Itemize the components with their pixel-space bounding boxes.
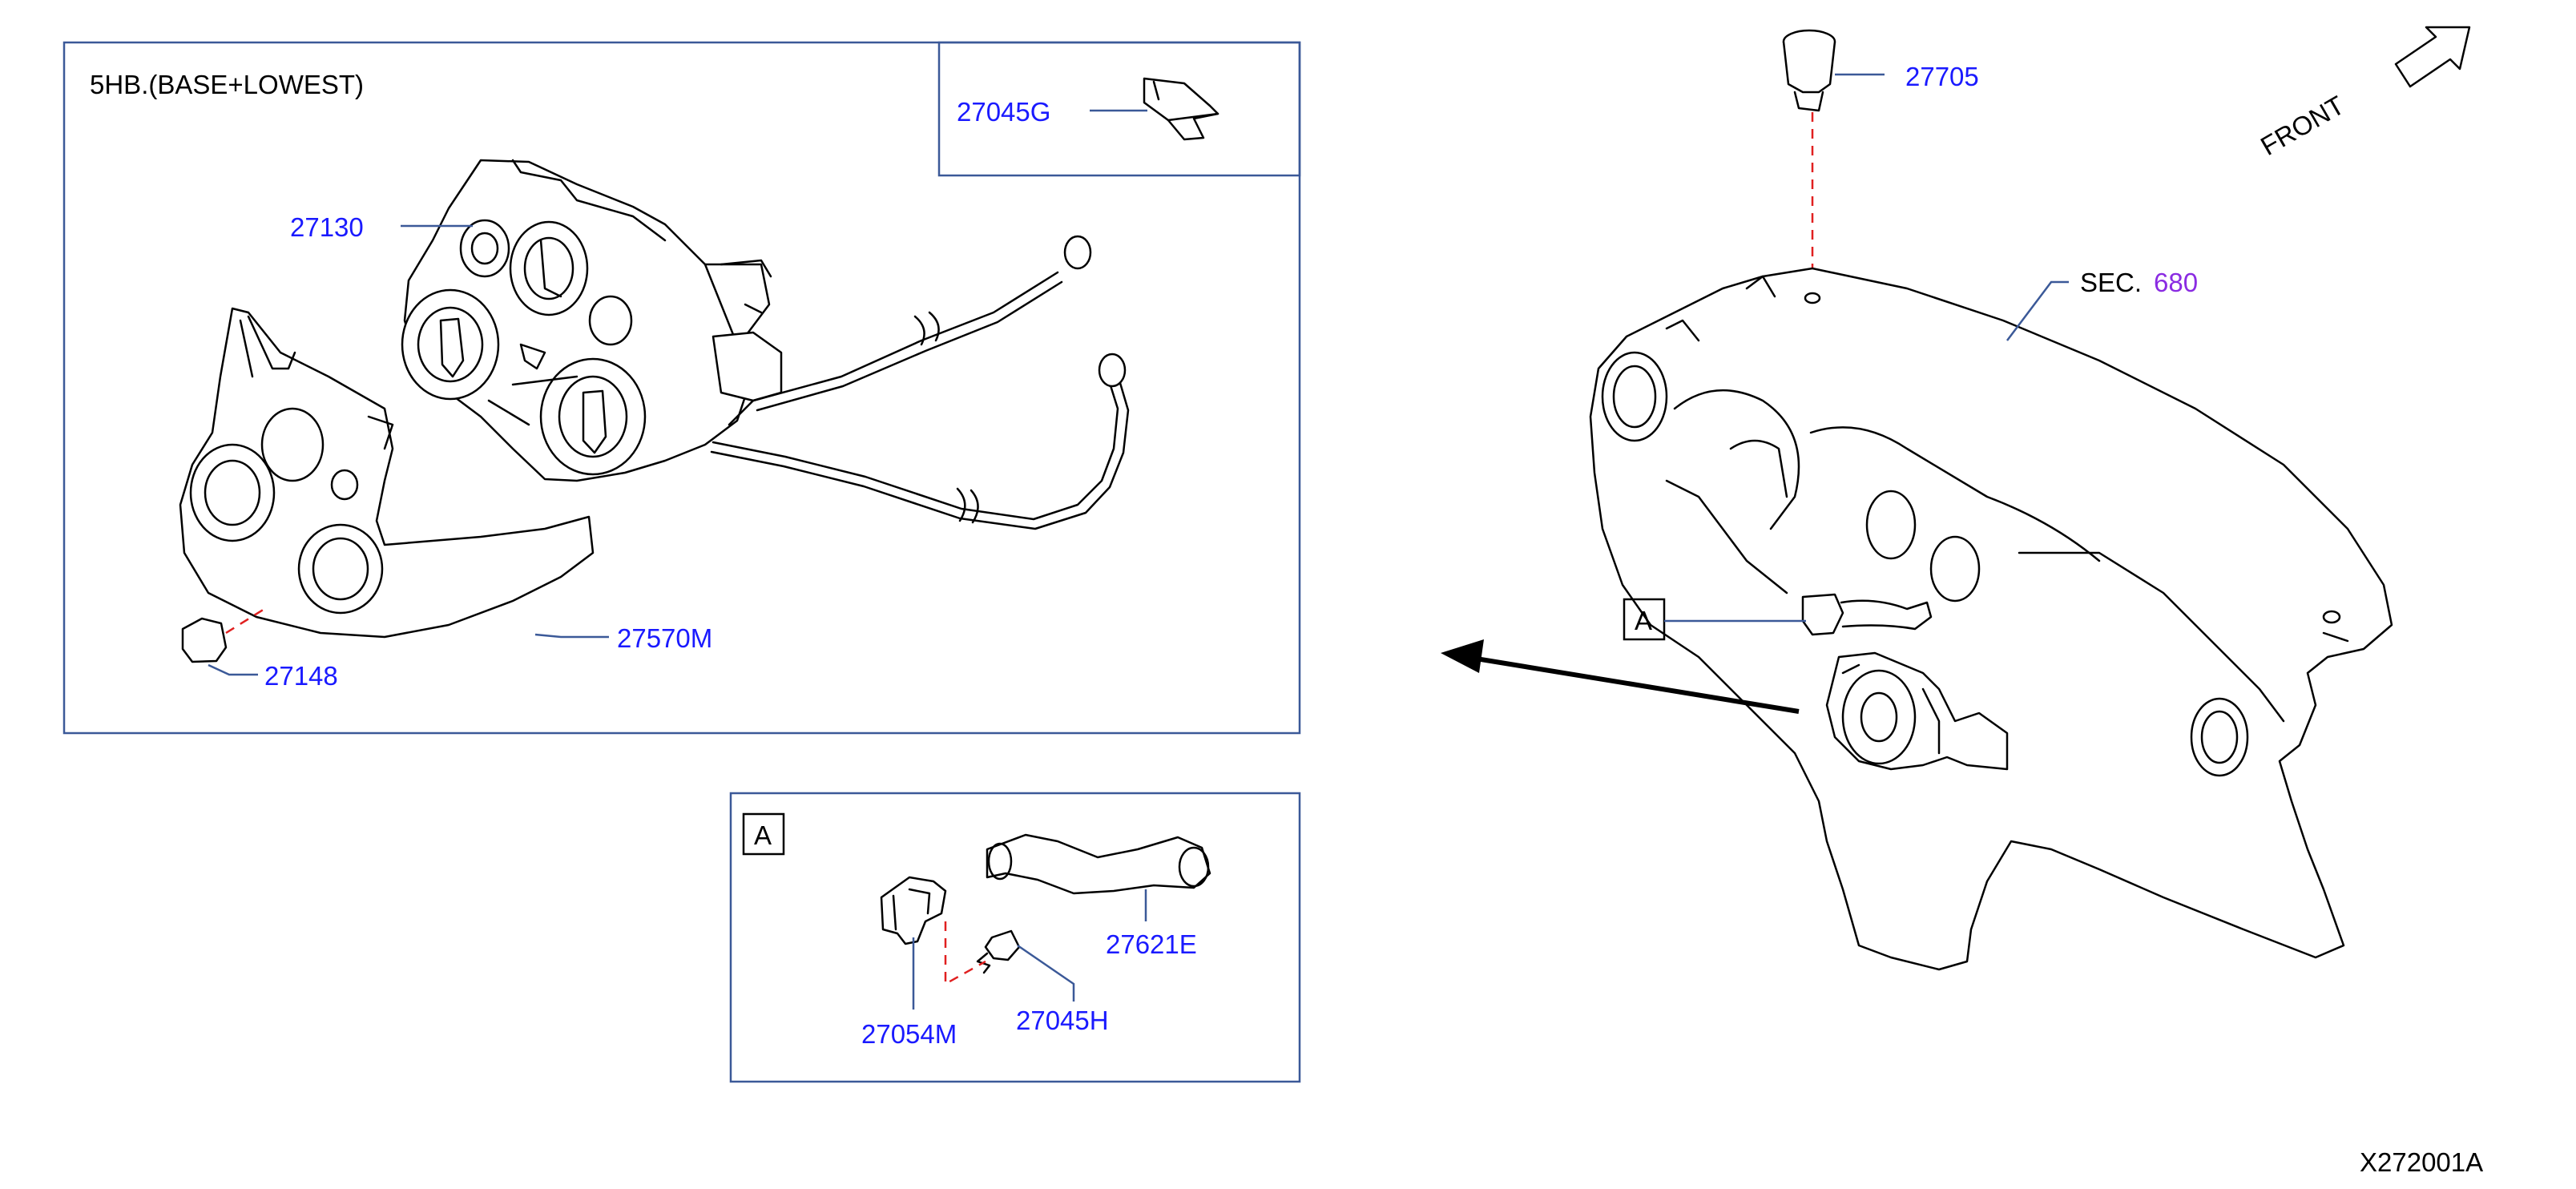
part-label-27045g: 27045G xyxy=(957,97,1050,127)
main-panel-frame xyxy=(62,41,1301,735)
detail-a-box xyxy=(742,812,785,856)
detail-panel-a-frame xyxy=(729,792,1301,1083)
part-label-27570m: 27570M xyxy=(617,623,712,653)
part-label-27130: 27130 xyxy=(290,212,364,242)
detail-pointer-arrowhead xyxy=(1441,639,1484,673)
detail-pointer-arrow xyxy=(1465,655,1800,714)
sensor-27705-drawing xyxy=(1782,29,1836,112)
variant-label: 5HB.(BASE+LOWEST) xyxy=(90,70,364,99)
part-label-27148: 27148 xyxy=(264,661,338,691)
part-label-27045h: 27045H xyxy=(1016,1006,1109,1035)
drawing-code: X272001A xyxy=(2360,1147,2483,1177)
part-label-27705: 27705 xyxy=(1905,62,1979,91)
duct-27621e-drawing xyxy=(986,833,1211,895)
part-label-27621e: 27621E xyxy=(1106,929,1197,959)
sensor-27054m-drawing xyxy=(880,876,947,945)
detail-a-box-label: A xyxy=(754,820,772,850)
instrument-panel-drawing xyxy=(1589,267,2393,971)
dashboard-assembly: 27705 FRONT xyxy=(1441,26,2471,971)
finisher-27570m-drawing xyxy=(179,307,595,639)
clip-27045g-drawing xyxy=(1143,77,1219,141)
screw-27045h-drawing xyxy=(976,929,1021,974)
clip-inset-frame xyxy=(937,41,1301,177)
knob-27148-drawing xyxy=(181,617,228,663)
callout-a-box xyxy=(1623,598,1666,641)
callout-a-label: A xyxy=(1635,606,1652,635)
front-label: FRONT xyxy=(2256,90,2349,161)
front-direction-arrow xyxy=(2394,26,2471,88)
control-cables-drawing xyxy=(710,235,1130,530)
sec-number: 680 xyxy=(2154,268,2198,297)
sec-prefix: SEC. xyxy=(2080,268,2142,297)
main-panel: 5HB.(BASE+LOWEST) 27045G xyxy=(62,41,1301,735)
detail-panel-a: A 27054M 27045H 27621E xyxy=(729,792,1301,1083)
part-label-27054m: 27054M xyxy=(861,1019,957,1049)
control-unit-27130-drawing xyxy=(401,159,783,482)
